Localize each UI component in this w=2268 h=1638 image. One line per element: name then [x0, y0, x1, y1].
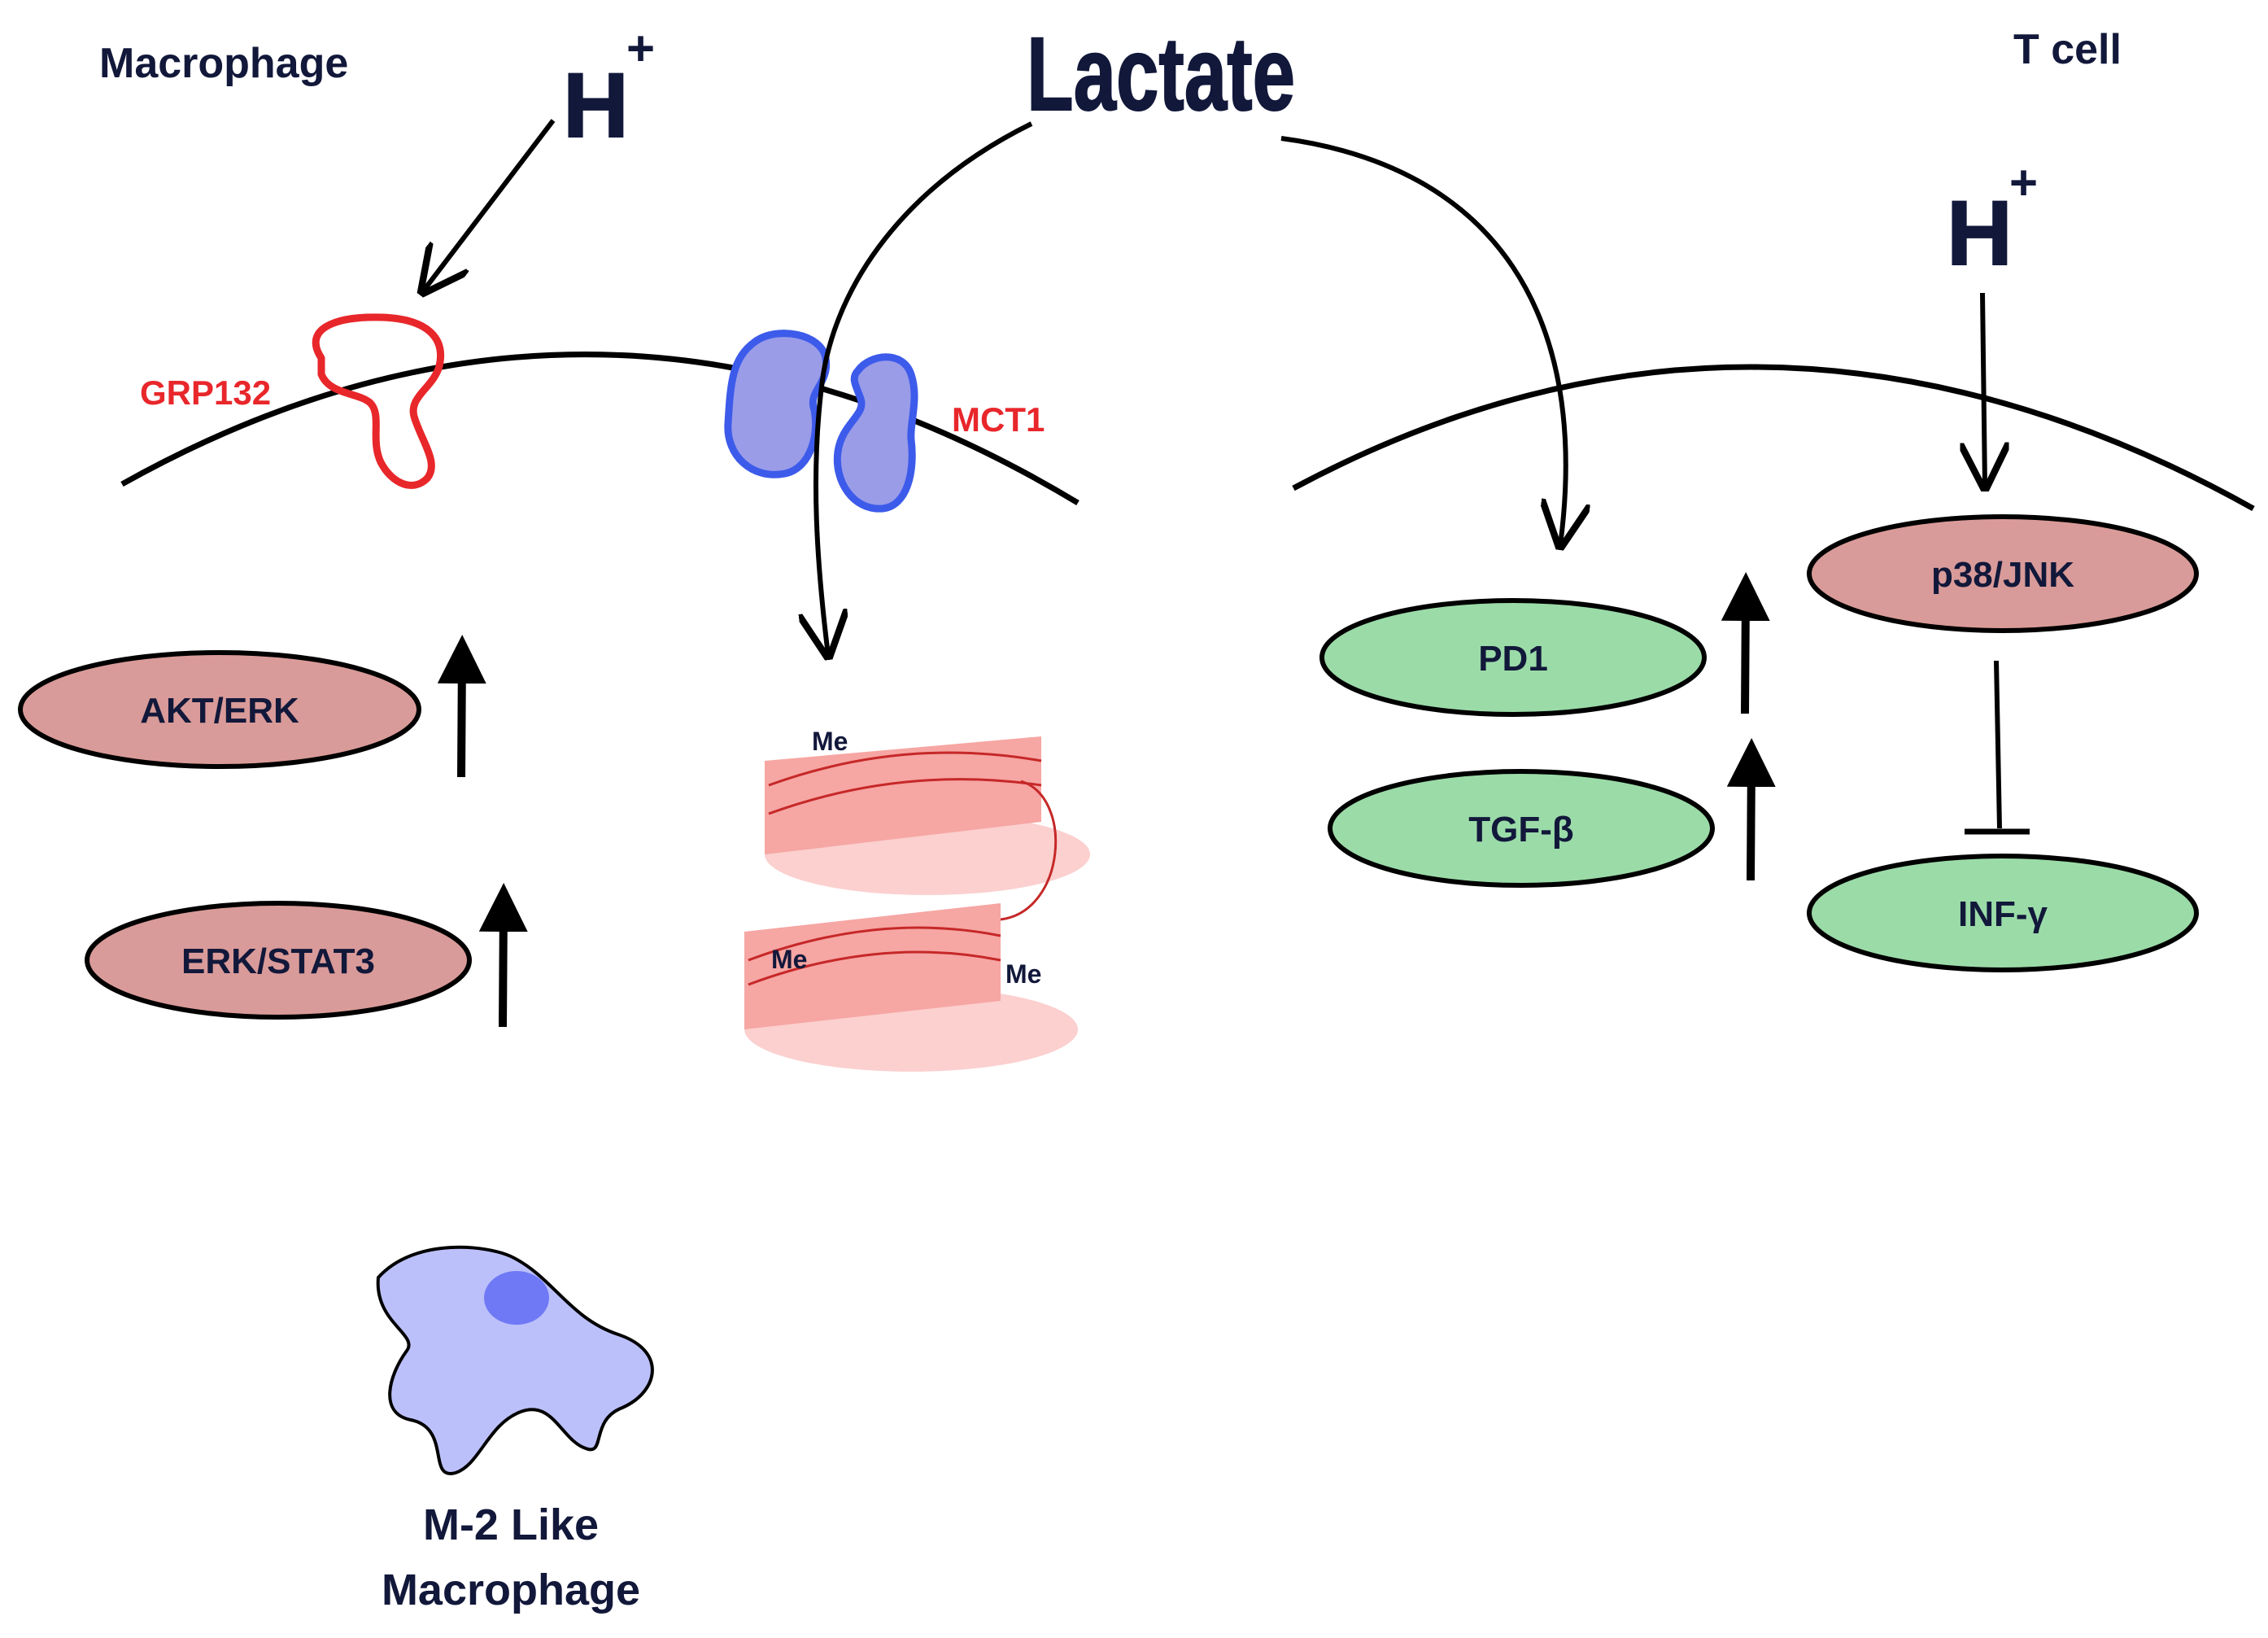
macrophage-label: Macrophage — [99, 40, 348, 87]
akt-erk-up-arrow — [437, 635, 486, 778]
inf-gamma-ellipse — [1807, 854, 2199, 972]
erk-stat3-label: ERK/STAT3 — [181, 941, 375, 981]
m2-label-line2: Macrophage — [382, 1566, 640, 1614]
tgf-beta-ellipse — [1328, 769, 1715, 888]
m2-macrophage-cell-icon — [376, 1245, 654, 1476]
tcell-membrane — [1292, 364, 2255, 512]
h-right-plus: + — [2009, 155, 2038, 210]
lactate-to-nucleus-arrow — [816, 121, 1033, 655]
p38-jnk-label: p38/JNK — [1931, 555, 2074, 595]
h-right-label: H — [1947, 182, 2013, 284]
p38-jnk-ellipse — [1807, 514, 2199, 633]
h-to-p38-arrow — [1982, 292, 1985, 487]
akt-erk-label: AKT/ERK — [140, 691, 299, 731]
mct1-transporter-left-icon — [724, 330, 831, 478]
dna-linker-line — [1000, 780, 1057, 921]
pd1-ellipse — [1319, 598, 1707, 717]
erk-stat3-ellipse — [85, 901, 472, 1020]
methyl-mark-bottom-right: Me — [1005, 959, 1041, 989]
akt-erk-ellipse — [18, 650, 421, 769]
pd1-label: PD1 — [1478, 639, 1548, 679]
h-left-label: H — [563, 55, 629, 156]
pd1-up-arrow — [1721, 572, 1770, 714]
nucleosome-bottom-icon — [744, 903, 1078, 1072]
m2-label-line1: M-2 Like — [423, 1500, 599, 1549]
mct1-transporter-right-icon — [833, 353, 918, 513]
lactate-to-pd1-arrow — [1280, 136, 1566, 545]
nucleosome-top-icon — [765, 736, 1090, 895]
erk-stat3-up-arrow — [478, 883, 528, 1028]
inf-gamma-label: INF-γ — [1958, 894, 2048, 934]
macrophage-membrane — [120, 352, 1079, 505]
mct1-label: MCT1 — [952, 400, 1045, 439]
methyl-mark-bottom-left: Me — [771, 945, 807, 974]
methyl-mark-top: Me — [812, 727, 848, 756]
p38-inhibits-inf-line — [1994, 660, 2002, 829]
lactate-label: Lactate — [1027, 16, 1295, 133]
t-cell-label: T cell — [2013, 26, 2122, 73]
h-to-grp132-arrow — [423, 119, 556, 291]
m2-macrophage-nucleus-icon — [484, 1271, 549, 1325]
h-left-plus: + — [626, 21, 655, 76]
grp132-label: GRP132 — [140, 373, 271, 412]
tgf-beta-label: TGF-β — [1468, 810, 1574, 850]
grp132-receptor-icon — [312, 313, 444, 489]
